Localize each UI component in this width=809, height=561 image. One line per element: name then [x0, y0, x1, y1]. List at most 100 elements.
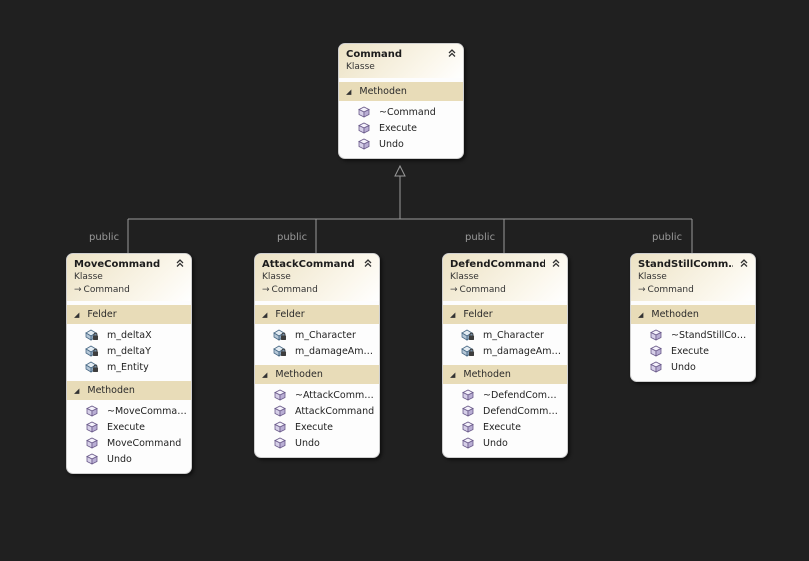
member-label: Undo [379, 138, 404, 150]
triangle-collapse-icon[interactable]: ◢ [638, 310, 644, 319]
section-header-methoden[interactable]: ◢ Methoden [339, 82, 463, 101]
method-item[interactable]: ~DefendComm… [443, 387, 567, 403]
member-label: ~StandStillCom… [671, 329, 751, 341]
method-item[interactable]: Execute [443, 419, 567, 435]
method-item[interactable]: AttackCommand [255, 403, 379, 419]
section-header-methoden[interactable]: ◢Methoden [631, 305, 755, 324]
class-kind: Klasse [638, 272, 667, 282]
member-label: Undo [483, 437, 508, 449]
triangle-collapse-icon[interactable]: ◢ [74, 310, 80, 319]
method-cube-icon [273, 421, 287, 433]
field-item[interactable]: m_damageAm… [255, 343, 379, 359]
triangle-collapse-icon[interactable]: ◢ [262, 310, 268, 319]
method-cube-icon [357, 106, 371, 118]
method-item[interactable]: ~AttackComma… [255, 387, 379, 403]
method-cube-icon [85, 453, 99, 465]
member-label: m_damageAm… [483, 345, 562, 357]
parent-class-name: Command [647, 285, 694, 295]
inheritance-label-standstill: public [652, 232, 683, 243]
method-cube-icon [85, 421, 99, 433]
class-parent: →Command [450, 285, 559, 295]
class-kind: Klasse [262, 272, 291, 282]
member-label: m_deltaX [107, 329, 152, 341]
member-label: m_Character [483, 329, 544, 341]
method-item[interactable]: DefendComma… [443, 403, 567, 419]
member-label: ~DefendComm… [483, 389, 563, 401]
method-item[interactable]: ~Command [339, 104, 463, 120]
method-cube-icon [461, 421, 475, 433]
method-item[interactable]: Execute [255, 419, 379, 435]
inheritance-arrow-icon: → [638, 285, 646, 295]
method-item[interactable]: ~StandStillCom… [631, 327, 755, 343]
method-item[interactable]: Undo [443, 435, 567, 451]
method-item[interactable]: Execute [339, 120, 463, 136]
section-header-felder[interactable]: ◢Felder [67, 305, 191, 324]
section-title: Methoden [275, 369, 323, 380]
double-chevron-up-icon[interactable] [739, 258, 749, 271]
method-cube-icon [461, 389, 475, 401]
section-title: Felder [463, 309, 493, 320]
field-item[interactable]: m_deltaY [67, 343, 191, 359]
triangle-collapse-icon[interactable]: ◢ [346, 87, 352, 96]
section-title: Methoden [463, 369, 511, 380]
triangle-collapse-icon[interactable]: ◢ [262, 370, 268, 379]
double-chevron-up-icon[interactable] [447, 48, 457, 61]
field-item[interactable]: m_Character [255, 327, 379, 343]
member-label: AttackCommand [295, 405, 375, 417]
field-lock-icon [273, 329, 287, 341]
member-list: m_Character m_damageAm… [443, 324, 567, 361]
method-cube-icon [273, 389, 287, 401]
field-item[interactable]: m_Character [443, 327, 567, 343]
inheritance-label-attack: public [277, 232, 308, 243]
class-kind: Klasse [450, 272, 479, 282]
member-label: Undo [107, 453, 132, 465]
field-item[interactable]: m_Entity [67, 359, 191, 375]
field-item[interactable]: m_deltaX [67, 327, 191, 343]
method-item[interactable]: Undo [339, 136, 463, 152]
method-cube-icon [649, 345, 663, 357]
method-cube-icon [273, 437, 287, 449]
section-header-methoden[interactable]: ◢Methoden [67, 381, 191, 400]
triangle-collapse-icon[interactable]: ◢ [450, 310, 456, 319]
triangle-collapse-icon[interactable]: ◢ [450, 370, 456, 379]
method-cube-icon [357, 138, 371, 150]
method-item[interactable]: Undo [631, 359, 755, 375]
method-item[interactable]: Execute [631, 343, 755, 359]
member-label: Undo [295, 437, 320, 449]
section-header-felder[interactable]: ◢Felder [255, 305, 379, 324]
section-title: Methoden [359, 86, 407, 97]
method-item[interactable]: MoveCommand [67, 435, 191, 451]
section-header-methoden[interactable]: ◢ Methoden [255, 365, 379, 384]
class-header[interactable]: StandStillComm…Klasse→Command [631, 254, 755, 301]
section-header-felder[interactable]: ◢ Felder [443, 305, 567, 324]
double-chevron-up-icon[interactable] [175, 258, 185, 271]
class-parent: →Command [74, 285, 183, 295]
inheritance-label-move: public [89, 232, 120, 243]
class-box-standstill-command[interactable]: StandStillComm…Klasse→Command◢Methoden~S… [630, 253, 756, 382]
method-item[interactable]: Undo [255, 435, 379, 451]
double-chevron-up-icon[interactable] [363, 258, 373, 271]
method-item[interactable]: Execute [67, 419, 191, 435]
triangle-collapse-icon[interactable]: ◢ [74, 386, 80, 395]
parent-class-name: Command [83, 285, 130, 295]
field-item[interactable]: m_damageAm… [443, 343, 567, 359]
field-lock-icon [461, 345, 475, 357]
inheritance-arrow-icon: → [450, 285, 458, 295]
method-cube-icon [357, 122, 371, 134]
method-item[interactable]: Undo [67, 451, 191, 467]
double-chevron-up-icon[interactable] [551, 258, 561, 271]
field-lock-icon [461, 329, 475, 341]
section-header-methoden[interactable]: ◢ Methoden [443, 365, 567, 384]
method-item[interactable]: ~MoveComma… [67, 403, 191, 419]
